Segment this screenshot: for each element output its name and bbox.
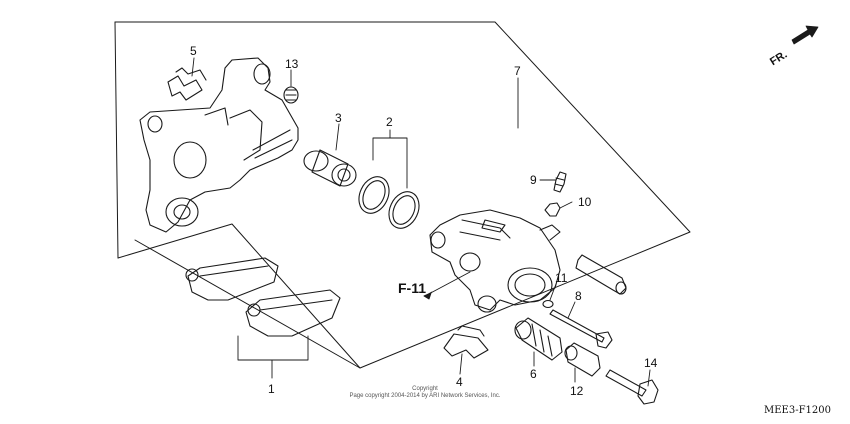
- pin-13: [283, 86, 299, 104]
- f11-arrow: [423, 291, 433, 300]
- bleeder-screw: [553, 171, 567, 193]
- caliper-body: [429, 209, 561, 313]
- callout-14: 14: [644, 356, 658, 370]
- callout-10: 10: [578, 195, 592, 209]
- pin-lower: [549, 309, 613, 349]
- seal-rings: [358, 176, 420, 229]
- piston: [303, 149, 357, 187]
- assembly-outline: [114, 21, 691, 369]
- callout-11: 11: [555, 271, 568, 285]
- brake-pad-2: [245, 289, 341, 337]
- callout-3: 3: [335, 111, 342, 125]
- pin-boot: [514, 317, 563, 361]
- callout-9: 9: [530, 173, 537, 187]
- pad-set-outline: [117, 223, 361, 369]
- reference-label-f11: F-11: [398, 280, 427, 296]
- brake-pad-1: [185, 257, 279, 301]
- callout-4: 4: [456, 375, 463, 389]
- callout-5: 5: [190, 44, 197, 58]
- bolt-14: [605, 369, 659, 405]
- pad-spring: [443, 325, 489, 359]
- copyright-line-2: Page copyright 2004-2014 by ARI Network …: [349, 392, 501, 399]
- callout-8: 8: [575, 289, 582, 303]
- retainer-clip: [167, 67, 207, 101]
- copyright-notice: Copyright Page copyright 2004-2014 by AR…: [330, 386, 520, 400]
- diagram-code: MEE3-F1200: [764, 405, 831, 416]
- callout-6: 6: [530, 367, 537, 381]
- leader-lines: [191, 57, 651, 387]
- caliper-bracket: [139, 57, 299, 233]
- callout-13: 13: [285, 57, 299, 71]
- boot-12: [564, 342, 601, 377]
- callout-12: 12: [570, 384, 584, 398]
- callout-7: 7: [514, 64, 521, 78]
- fr-arrow-icon: [791, 25, 819, 45]
- callout-1: 1: [268, 382, 275, 396]
- o-ring: [542, 299, 554, 309]
- pin-upper: [575, 254, 627, 295]
- callout-2: 2: [386, 115, 393, 129]
- assembly-outline-left: [114, 21, 119, 259]
- copyright-line-1: Copyright: [412, 386, 438, 392]
- bleeder-cap: [544, 202, 561, 217]
